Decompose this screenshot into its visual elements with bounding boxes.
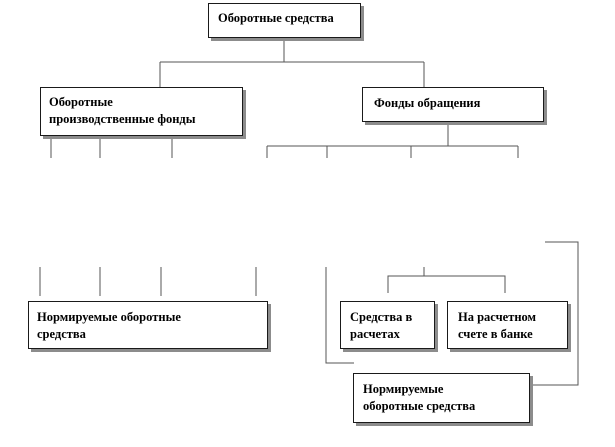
normed-left-line-1: Нормируемые оборотные	[37, 310, 181, 324]
normed-bottom-line-2: оборотные средства	[363, 399, 476, 413]
root-label: Оборотные средства	[218, 11, 334, 25]
production-label-line-1: Оборотные	[49, 95, 113, 109]
bank-line-1: На расчетном	[458, 310, 537, 324]
normed-left-line-2: средства	[37, 327, 86, 341]
connector-right-branch	[387, 275, 506, 293]
settlements-line-1: Средства в	[350, 310, 413, 324]
production-funds-box: Оборотные производственные фонды	[40, 87, 243, 136]
circulation-label: Фонды обращения	[374, 96, 481, 110]
circulation-funds-box: Фонды обращения	[362, 87, 544, 122]
settlements-line-2: расчетах	[350, 327, 400, 341]
normed-bottom-line-1: Нормируемые	[363, 382, 444, 396]
bank-account-box: На расчетном счете в банке	[447, 301, 568, 349]
production-label-line-2: производственные фонды	[49, 112, 196, 126]
normed-left-box: Нормируемые оборотные средства	[28, 301, 268, 349]
normed-bottom-box: Нормируемые оборотные средства	[353, 373, 530, 423]
root-box: Оборотные средства	[208, 3, 361, 38]
settlements-box: Средства в расчетах	[340, 301, 435, 349]
bank-line-2: счете в банке	[458, 327, 533, 341]
connector-right-bracket	[531, 241, 579, 386]
connector-left-loop	[325, 267, 354, 364]
